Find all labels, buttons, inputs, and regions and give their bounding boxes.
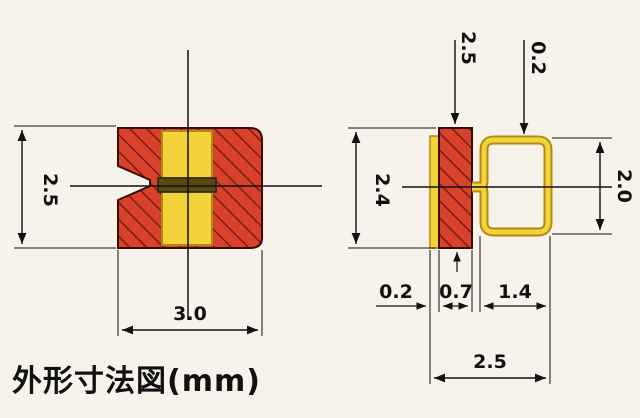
front-view [14, 50, 322, 336]
side-total-width-label: 2.5 [473, 351, 507, 373]
front-contact-upper [161, 130, 213, 179]
side-body-height-label: 2.4 [371, 173, 393, 207]
side-plate [429, 135, 440, 249]
front-contact-band [157, 177, 217, 193]
side-top-left-label: 2.5 [457, 31, 479, 65]
side-bottom-label-1: 0.7 [439, 281, 473, 303]
side-top-right-label: 0.2 [527, 41, 549, 75]
side-body [438, 127, 473, 249]
front-height-label: 2.5 [39, 173, 61, 207]
side-bottom-label-0: 0.2 [379, 281, 413, 303]
front-width-label: 3.0 [173, 303, 207, 325]
drawing-caption: 外形寸法図(mm) [12, 364, 261, 399]
side-view [348, 40, 612, 384]
front-contact-lower [161, 191, 213, 246]
side-clip-height-label: 2.0 [613, 169, 635, 203]
side-bottom-label-2: 1.4 [498, 281, 532, 303]
